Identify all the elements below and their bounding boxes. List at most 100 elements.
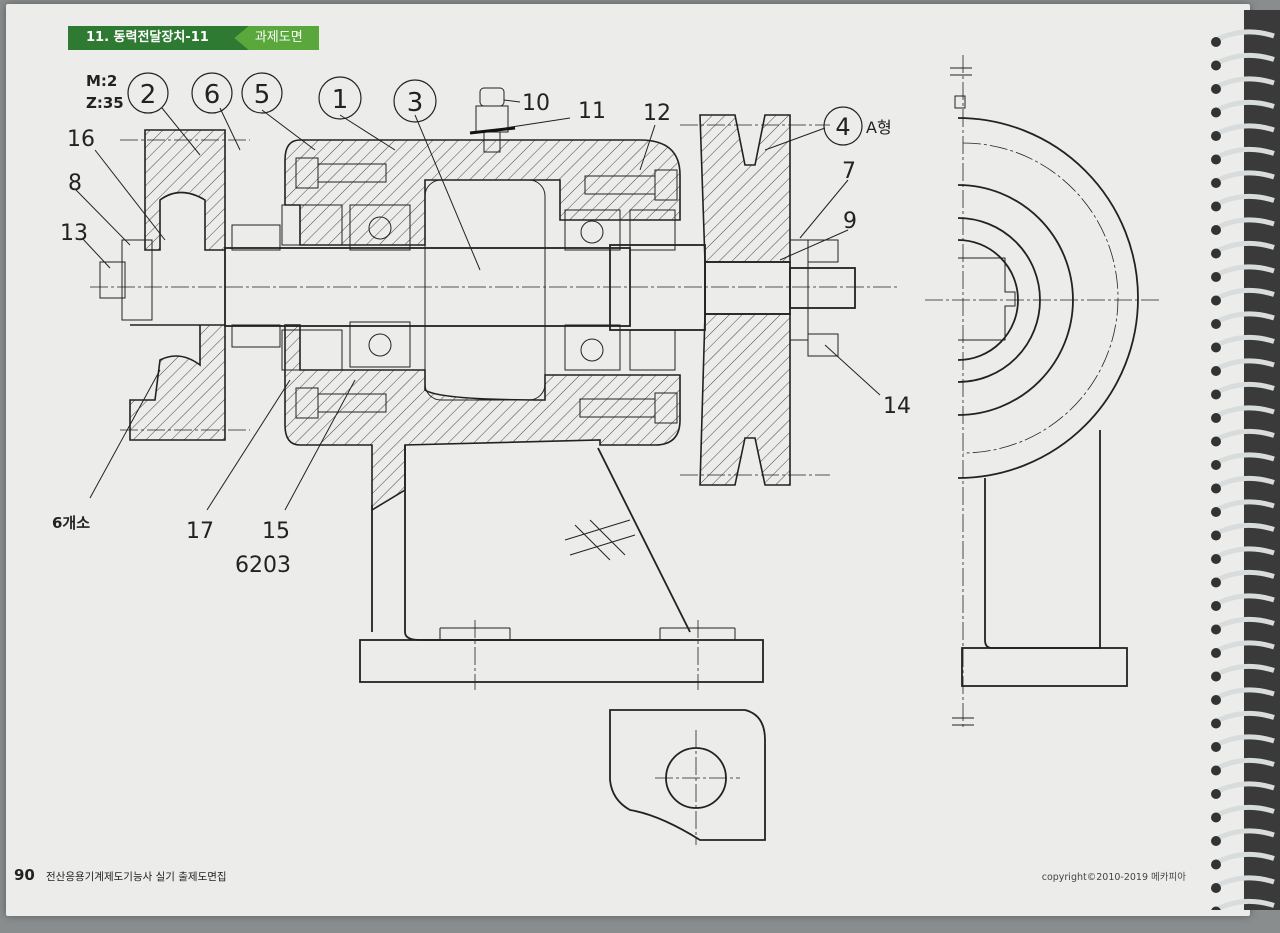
binding-ring xyxy=(1214,452,1275,466)
binding-hole xyxy=(1211,883,1221,893)
pulley-type-label: A형 xyxy=(866,118,892,137)
binding-ring xyxy=(1214,193,1275,207)
balloon-1: 1 xyxy=(332,85,349,115)
balloon-5: 5 xyxy=(254,80,271,110)
binding-hole xyxy=(1211,765,1221,776)
binding-hole xyxy=(1211,671,1221,682)
leader-lines xyxy=(75,99,881,511)
section-title: 11. 동력전달장치-11 xyxy=(68,26,249,50)
page-number: 90 xyxy=(14,866,35,884)
binding-hole xyxy=(1211,178,1221,188)
binding-ring xyxy=(1214,311,1275,325)
binding-ring xyxy=(1214,146,1275,160)
bolts xyxy=(295,157,678,424)
binding-hole xyxy=(1211,483,1221,494)
grease-nipple xyxy=(469,87,516,153)
binding-hole xyxy=(1211,507,1221,517)
binding-hole xyxy=(1211,836,1221,846)
binding-ring xyxy=(1214,593,1275,607)
binding-ring xyxy=(1214,170,1275,184)
side-view xyxy=(925,55,1160,730)
binding-hole xyxy=(1211,342,1221,353)
binding-hole xyxy=(1211,272,1221,282)
label-9: 9 xyxy=(843,209,857,234)
binding-ring xyxy=(1214,52,1275,66)
book-title: 전산응용기계제도기능사 실기 출제도면집 xyxy=(46,871,227,883)
label-10: 10 xyxy=(522,91,550,116)
spur-gear xyxy=(99,129,250,441)
binding-hole xyxy=(1211,577,1221,588)
binding-ring xyxy=(1214,240,1275,254)
bearing-label: 6203 xyxy=(235,553,291,578)
binding-hole xyxy=(1211,718,1221,729)
section-header: 11. 동력전달장치-11 과제도면 xyxy=(68,24,319,52)
stand xyxy=(359,445,764,690)
part-balloons: 2 6 5 1 3 4 xyxy=(127,72,863,146)
binding-ring xyxy=(1214,287,1275,301)
binding-ring xyxy=(1214,546,1275,560)
binding-ring xyxy=(1214,898,1275,910)
binding-ring xyxy=(1214,358,1275,372)
label-12: 12 xyxy=(643,101,671,126)
binding-hole xyxy=(1211,648,1221,658)
binding-ring xyxy=(1214,334,1275,348)
teeth-label: Z:35 xyxy=(86,94,124,112)
bolt-count-label: 6개소 xyxy=(52,514,90,532)
binding-ring xyxy=(1214,851,1275,865)
binding-hole xyxy=(1211,436,1221,447)
balloon-3: 3 xyxy=(407,88,424,118)
binding-ring xyxy=(1214,781,1275,795)
binding-hole xyxy=(1211,695,1221,705)
binding-ring xyxy=(1214,569,1275,583)
module-label: M:2 xyxy=(86,72,117,90)
binding-ring xyxy=(1214,710,1275,724)
binding-hole xyxy=(1211,131,1221,141)
binding-ring xyxy=(1214,264,1275,278)
binding-hole xyxy=(1211,554,1221,564)
housing xyxy=(284,139,681,512)
binding-ring xyxy=(1214,640,1275,654)
binding-hole xyxy=(1211,84,1221,94)
binding-hole xyxy=(1211,319,1221,329)
binding-ring xyxy=(1214,663,1275,677)
binding-hole xyxy=(1211,154,1221,165)
binding-ring xyxy=(1214,757,1275,771)
binding-ring xyxy=(1214,687,1275,701)
binding-ring xyxy=(1214,804,1275,818)
balloon-2: 2 xyxy=(140,80,157,110)
label-14: 14 xyxy=(883,394,911,419)
part-labels: M:2 Z:35 16 8 13 10 11 12 A형 7 9 14 6개소 … xyxy=(52,72,911,578)
label-13: 13 xyxy=(60,221,88,246)
binding-ring xyxy=(1214,734,1275,748)
binding-ring xyxy=(1214,616,1275,630)
label-7: 7 xyxy=(842,159,856,184)
copyright: copyright©2010-2019 메카피아 xyxy=(1041,872,1186,883)
binding-hole xyxy=(1211,366,1221,376)
binding-ring xyxy=(1214,99,1275,113)
balloon-4: 4 xyxy=(835,113,850,141)
binding-hole xyxy=(1211,225,1221,235)
binding-ring xyxy=(1214,475,1275,489)
binding-hole xyxy=(1211,812,1221,823)
binding-ring xyxy=(1214,381,1275,395)
binding-hole xyxy=(1211,742,1221,752)
label-15: 15 xyxy=(262,519,290,544)
binding-hole xyxy=(1211,389,1221,400)
binding-hole xyxy=(1211,107,1221,118)
binding-ring xyxy=(1214,499,1275,513)
label-16: 16 xyxy=(67,127,95,152)
binding-ring xyxy=(1214,405,1275,419)
binding-hole xyxy=(1211,460,1221,470)
base-plan-view xyxy=(609,709,766,845)
binding-hole xyxy=(1211,789,1221,799)
balloon-6: 6 xyxy=(204,80,221,110)
binding-hole xyxy=(1211,37,1221,47)
binding-ring xyxy=(1214,123,1275,137)
binding-ring xyxy=(1214,428,1275,442)
label-11: 11 xyxy=(578,99,606,124)
label-17: 17 xyxy=(186,519,214,544)
binding-ring xyxy=(1214,828,1275,842)
binding-hole xyxy=(1211,859,1221,870)
binding-hole xyxy=(1211,248,1221,259)
label-8: 8 xyxy=(68,171,82,196)
